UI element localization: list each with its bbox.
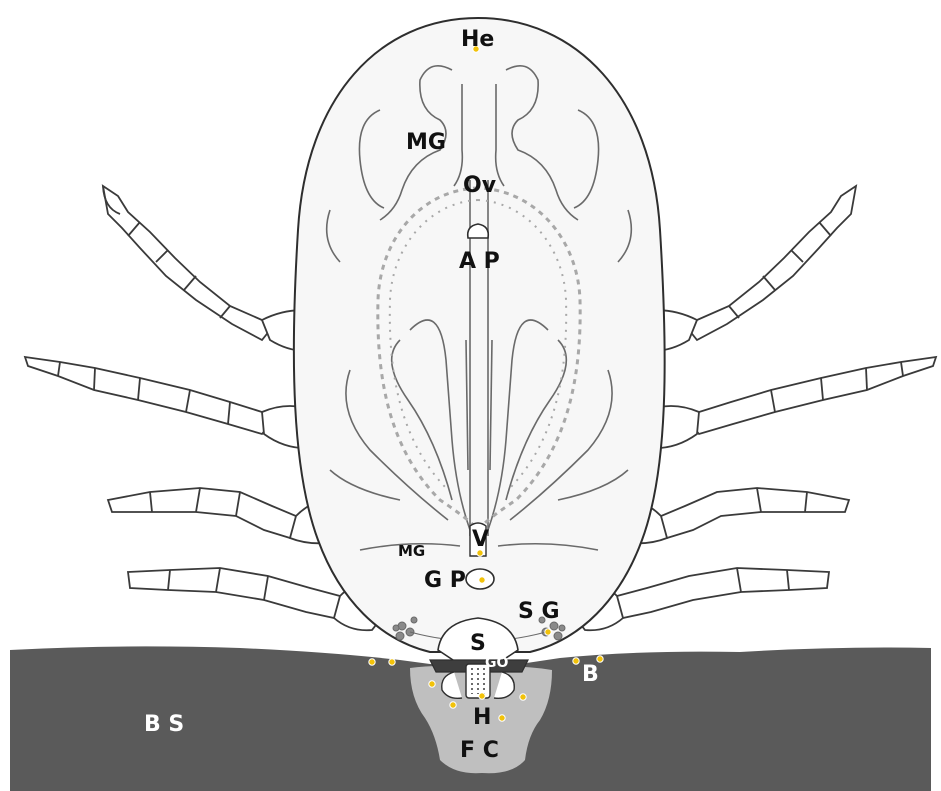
label-he: He xyxy=(461,27,494,52)
label-mg-lower: MG xyxy=(398,542,425,560)
anal-pore xyxy=(468,224,489,238)
label-bs: B S xyxy=(144,712,184,737)
label-h: H xyxy=(473,705,491,730)
label-v: V xyxy=(472,527,489,552)
label-gp: G P xyxy=(424,568,466,593)
tick-body xyxy=(294,18,665,652)
label-sg: S G xyxy=(518,599,560,624)
label-b: B xyxy=(582,662,599,687)
label-s: S xyxy=(470,631,486,656)
label-fc: F C xyxy=(460,738,499,763)
label-mg-upper: MG xyxy=(406,130,446,155)
label-ov: Ov xyxy=(463,173,497,198)
label-ap: A P xyxy=(459,249,500,274)
label-go: GO xyxy=(485,655,508,671)
